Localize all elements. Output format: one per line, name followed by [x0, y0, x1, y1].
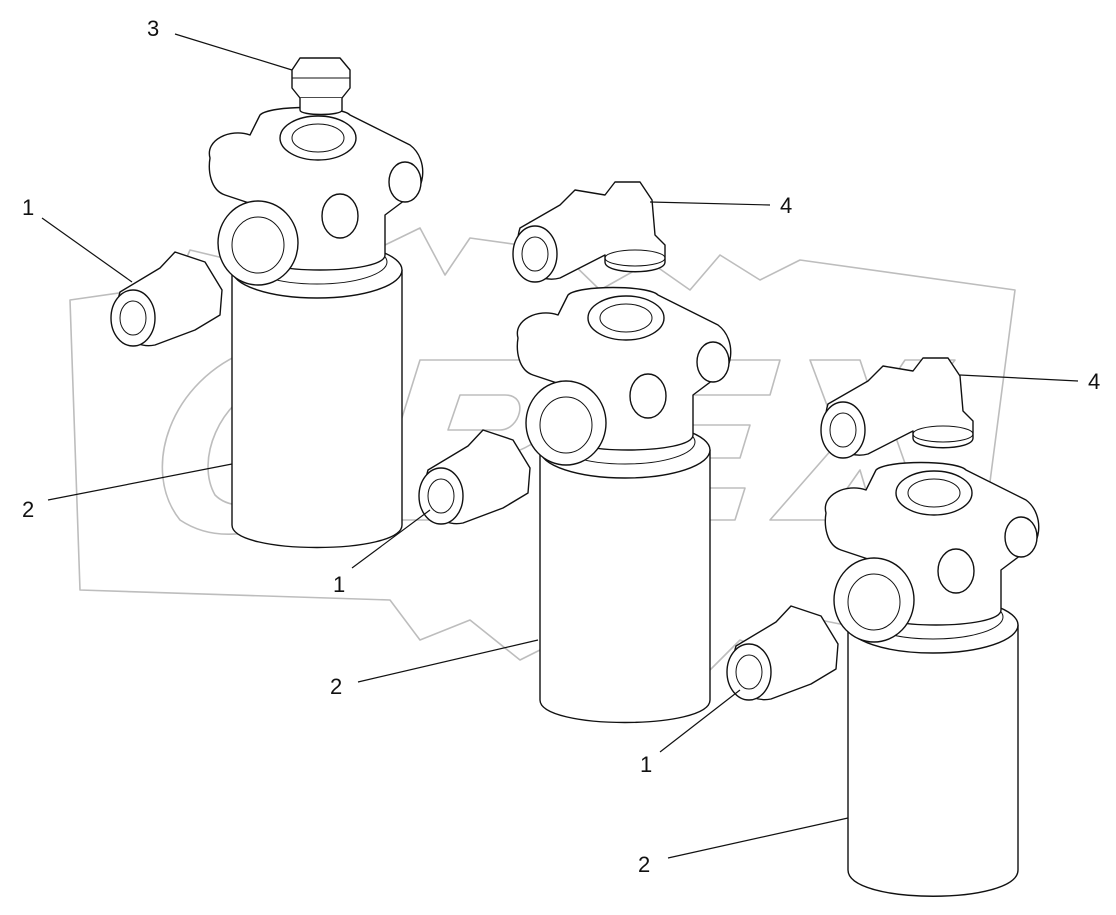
callout-2-left: 2: [22, 497, 34, 522]
callout-3: 3: [147, 16, 159, 41]
valve-port-side-left: [388, 161, 422, 203]
leader-lines: [41, 33, 1079, 859]
callout-1-left: 1: [22, 195, 34, 220]
valve-port-front-right: [833, 557, 915, 643]
assembly-right: [726, 357, 1040, 897]
callout-1-right: 1: [640, 752, 652, 777]
valve-port-front-middle: [525, 380, 607, 466]
valve-port-top-left: [279, 115, 357, 161]
callout-1-middle: 1: [333, 572, 345, 597]
callout-2-middle: 2: [330, 674, 342, 699]
filter-canister-right: [847, 624, 1019, 897]
valve-port-front-left: [217, 200, 299, 286]
callouts: 1 1 1 2 2 2 3 4 4: [22, 16, 1100, 877]
callout-2-right: 2: [638, 852, 650, 877]
callout-4-right: 4: [1088, 369, 1100, 394]
filter-canister-left: [231, 269, 403, 549]
assembly-middle: [418, 181, 732, 724]
assembly-left: [110, 57, 424, 549]
callout-4-middle: 4: [780, 193, 792, 218]
watermark-letter-e: [599, 359, 781, 521]
filter-canister-middle: [539, 449, 711, 724]
watermark-letter-x: [769, 359, 956, 521]
